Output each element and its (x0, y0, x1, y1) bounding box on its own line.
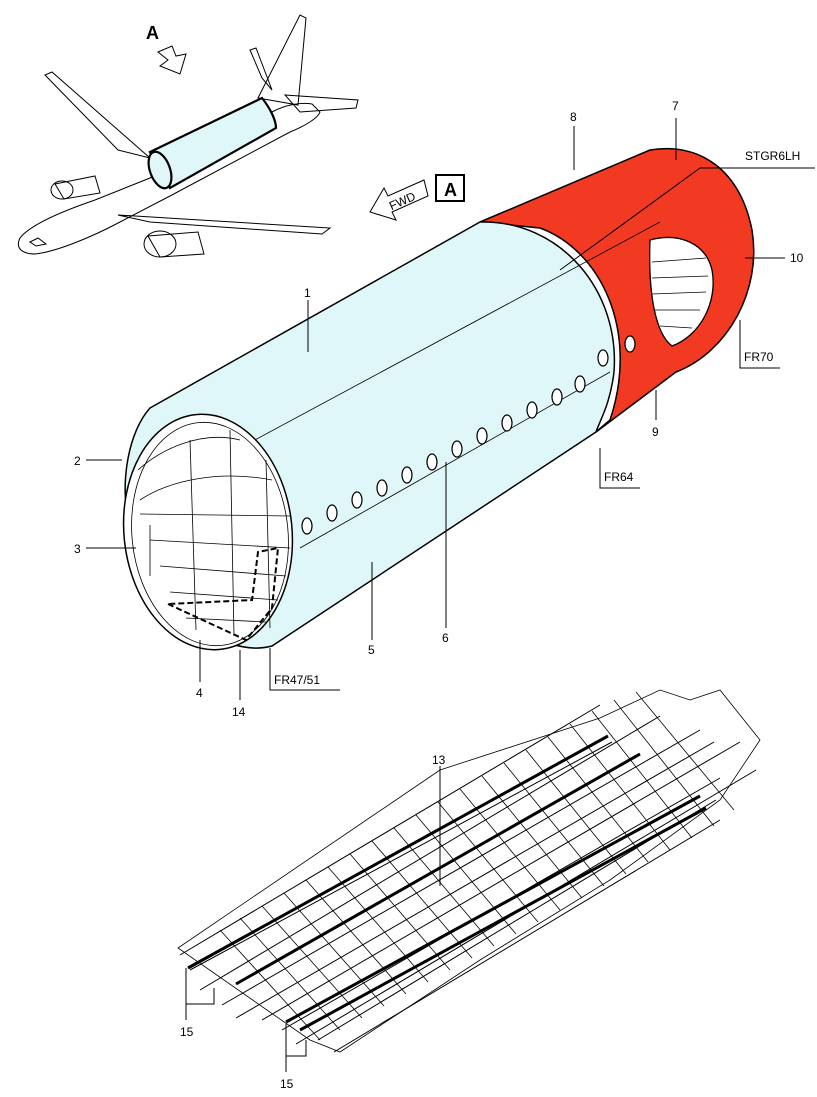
callout-7: 7 (672, 99, 679, 113)
callout-15-right: 15 (280, 1077, 294, 1091)
callout-5: 5 (368, 643, 375, 657)
stringer-label: STGR6LH (745, 149, 800, 163)
fwd-direction-arrow: FWD A (369, 174, 465, 221)
callout-9: 9 (652, 425, 659, 439)
fuselage-main: 1 2 3 4 5 6 7 8 9 10 14 STGR6LH FR70 FR6… (74, 99, 815, 719)
callout-13: 13 (432, 753, 446, 767)
callout-15-left: 15 (180, 1025, 194, 1039)
frame-fr70-label: FR70 (744, 350, 774, 364)
callout-10: 10 (790, 251, 804, 265)
callout-3: 3 (74, 542, 81, 556)
callout-8: 8 (570, 110, 577, 124)
callout-2: 2 (74, 454, 81, 468)
callout-1: 1 (304, 286, 311, 300)
aircraft-overview: A (17, 14, 359, 258)
callout-4: 4 (196, 686, 203, 700)
frame-fr64-label: FR64 (604, 470, 634, 484)
cabin-windows (301, 335, 636, 535)
callout-6: 6 (442, 631, 449, 645)
fwd-text: FWD (387, 189, 418, 213)
floor-structure: 13 15 15 (177, 689, 761, 1091)
callout-14: 14 (232, 705, 246, 719)
rear-section-highlight (479, 148, 755, 433)
view-a-box-label: A (444, 180, 457, 200)
view-marker-label: A (146, 23, 159, 43)
frame-fr47-label: FR47/51 (274, 673, 320, 687)
